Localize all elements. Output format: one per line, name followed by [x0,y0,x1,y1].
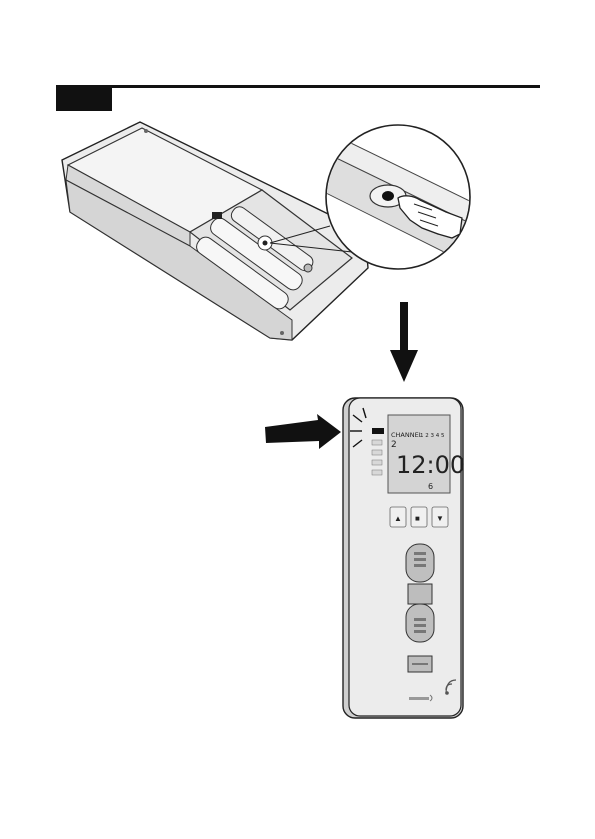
battery-compartment-device [62,122,368,340]
program-button[interactable] [408,656,432,672]
channel-numbers: 1 2 3 4 5 [420,433,445,439]
large-stop-button[interactable] [408,584,432,604]
large-down-button[interactable] [406,604,434,642]
up-button[interactable]: ▲ [390,507,406,527]
right-arrow-icon [265,414,341,449]
up-symbol: ▲ [394,514,402,523]
down-symbol: ▼ [436,514,444,523]
time-display: 12:00 [396,451,465,479]
channel-label: CHANNEL [391,431,423,439]
sub-value: 6 [428,482,433,491]
large-up-button[interactable] [406,544,434,582]
stop-symbol: ■ [415,514,420,523]
remote-control: CHANNEL 1 2 3 4 5 2 12:00 6 ▲ ■ ▼ [343,398,465,718]
down-arrow-icon [390,302,418,382]
down-button[interactable]: ▼ [432,507,448,527]
stop-button[interactable]: ■ [411,507,427,527]
channel-value: 2 [391,440,397,450]
